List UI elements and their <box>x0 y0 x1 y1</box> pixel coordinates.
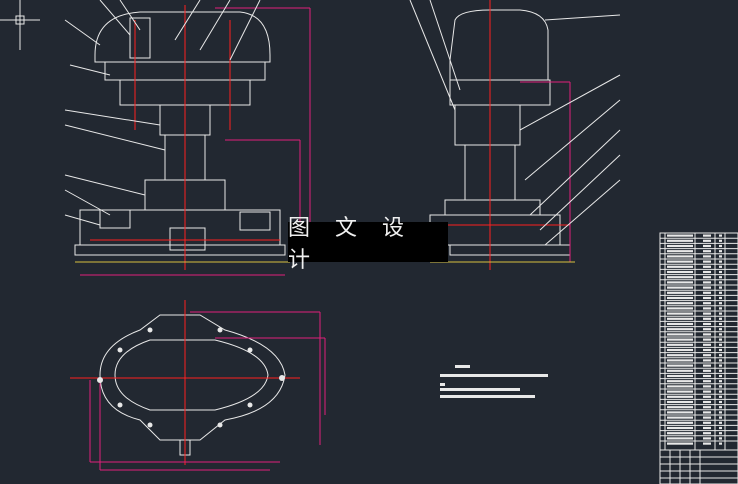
crosshair-cursor-icon <box>0 0 40 50</box>
side-view <box>409 0 621 270</box>
top-view <box>70 300 326 471</box>
front-view <box>64 0 311 276</box>
parts-list-table <box>659 232 738 484</box>
technical-notes <box>440 365 548 398</box>
watermark: 图 文 设 计 <box>288 216 448 273</box>
